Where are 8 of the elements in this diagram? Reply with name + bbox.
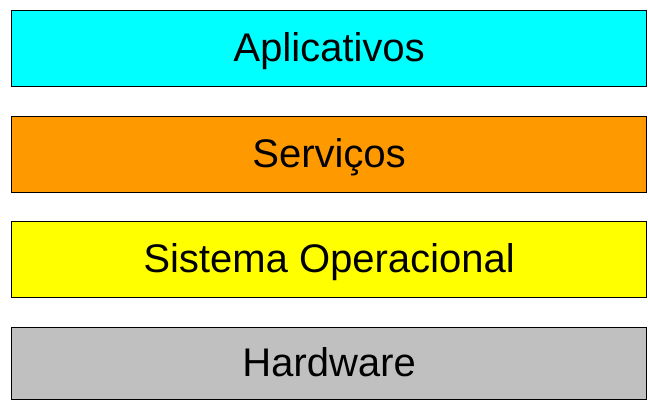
layer-band [11,116,647,193]
layer-label: Hardware [242,341,416,386]
layer-band [11,10,647,87]
layer-band [11,221,647,298]
layer-label: Aplicativos [233,26,425,71]
layer-label: Sistema Operacional [143,237,515,282]
layer-band [11,327,647,400]
layer-label: Serviços [252,132,406,177]
